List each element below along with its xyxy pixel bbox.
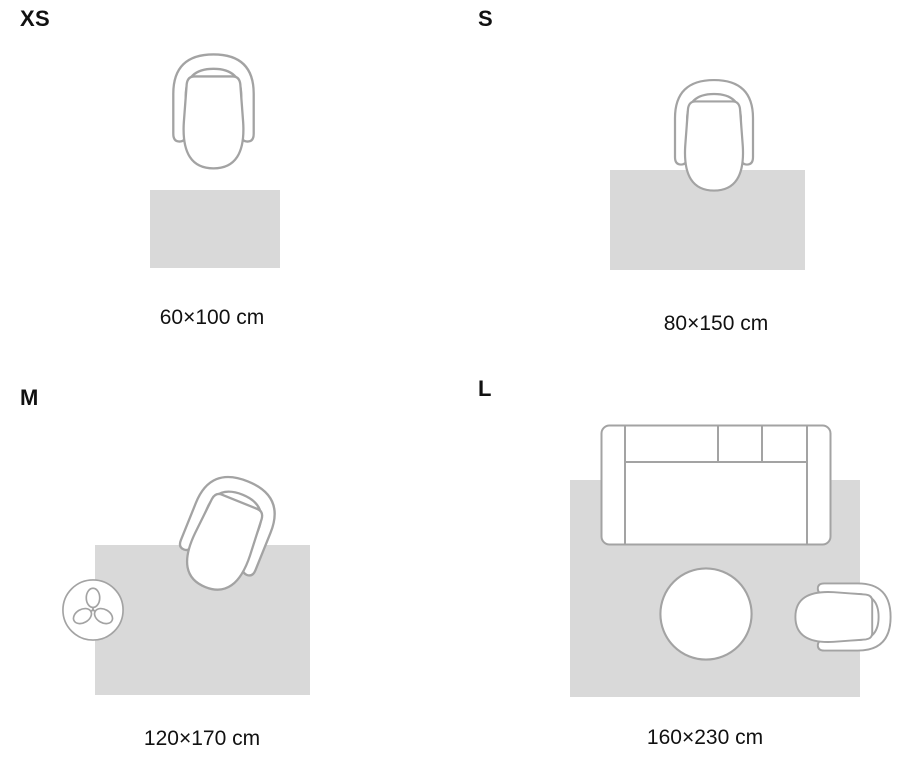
rug-dimensions-label: 160×230 cm: [646, 726, 764, 749]
panel-size-l: L 160×230 cm: [460, 370, 920, 760]
armchair-top-view-icon: [658, 68, 770, 198]
size-code-label: XS: [20, 6, 50, 31]
sofa-top-view-icon: [600, 424, 832, 546]
rug-swatch: [150, 190, 280, 268]
rug-dimensions-label: 80×150 cm: [663, 312, 769, 335]
rug-dimensions-label: 60×100 cm: [159, 306, 265, 329]
size-code-label: L: [478, 376, 492, 401]
potted-plant-icon: [61, 578, 125, 642]
round-coffee-table-icon: [658, 566, 754, 662]
size-code-label: M: [20, 385, 39, 410]
panel-size-s: S 80×150 cm: [460, 0, 920, 380]
armchair-top-view-icon: [789, 569, 901, 665]
size-code-label: S: [478, 6, 493, 31]
rug-dimensions-label: 120×170 cm: [143, 727, 261, 750]
armchair-top-view-icon: [156, 42, 271, 176]
panel-size-xs: XS 60×100 cm: [0, 0, 460, 380]
panel-size-m: M 120×170 cm: [0, 380, 460, 760]
